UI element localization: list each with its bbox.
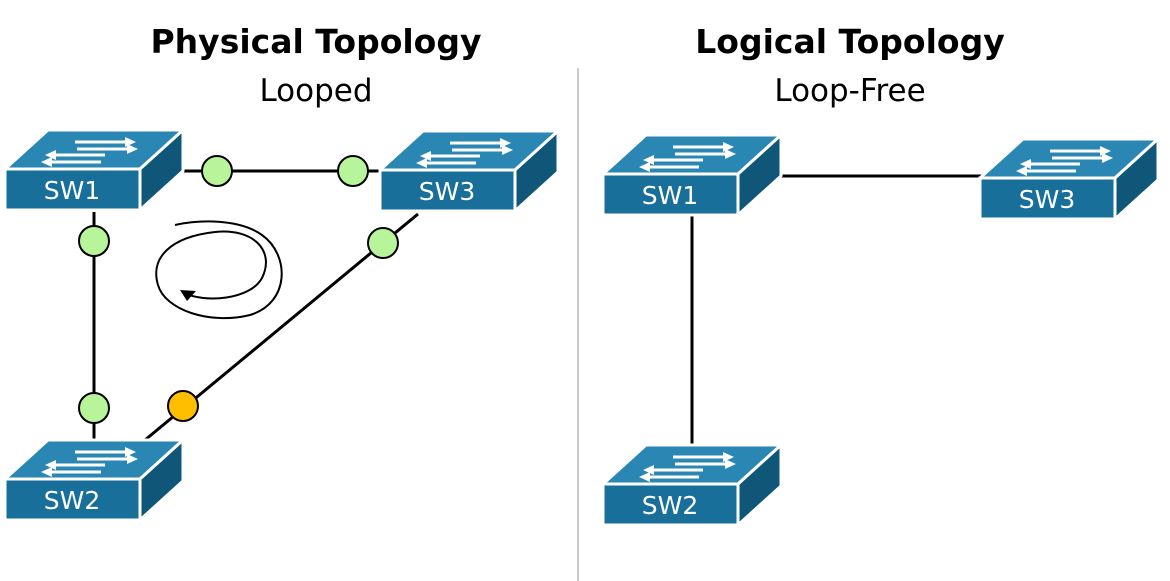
loop-arrow-icon [155,220,283,320]
switch-sw1-physical[interactable]: SW1 [3,128,185,212]
port-indicator [337,155,369,187]
port-indicator [78,392,110,424]
switch-sw3-physical[interactable]: SW3 [378,129,560,213]
switch-sw1-logical[interactable]: SW1 [601,133,783,217]
switch-sw2-physical[interactable]: SW2 [3,438,185,522]
physical-subtitle: Looped [259,73,372,109]
switch-label: SW1 [44,176,101,205]
logical-subtitle: Loop-Free [774,73,925,109]
switch-label: SW3 [1019,185,1076,214]
switch-label: SW2 [44,486,101,515]
port-blocking-indicator [167,390,199,422]
port-indicator [78,225,110,257]
port-indicator [201,155,233,187]
switch-sw2-logical[interactable]: SW2 [601,443,783,527]
switch-sw3-logical[interactable]: SW3 [978,137,1160,221]
port-indicator [367,227,399,259]
switch-label: SW1 [642,181,699,210]
logical-title: Logical Topology [695,22,1004,61]
physical-title: Physical Topology [151,22,482,61]
loop-arrowhead-icon [180,290,196,301]
switch-label: SW2 [642,491,699,520]
switch-label: SW3 [419,177,476,206]
